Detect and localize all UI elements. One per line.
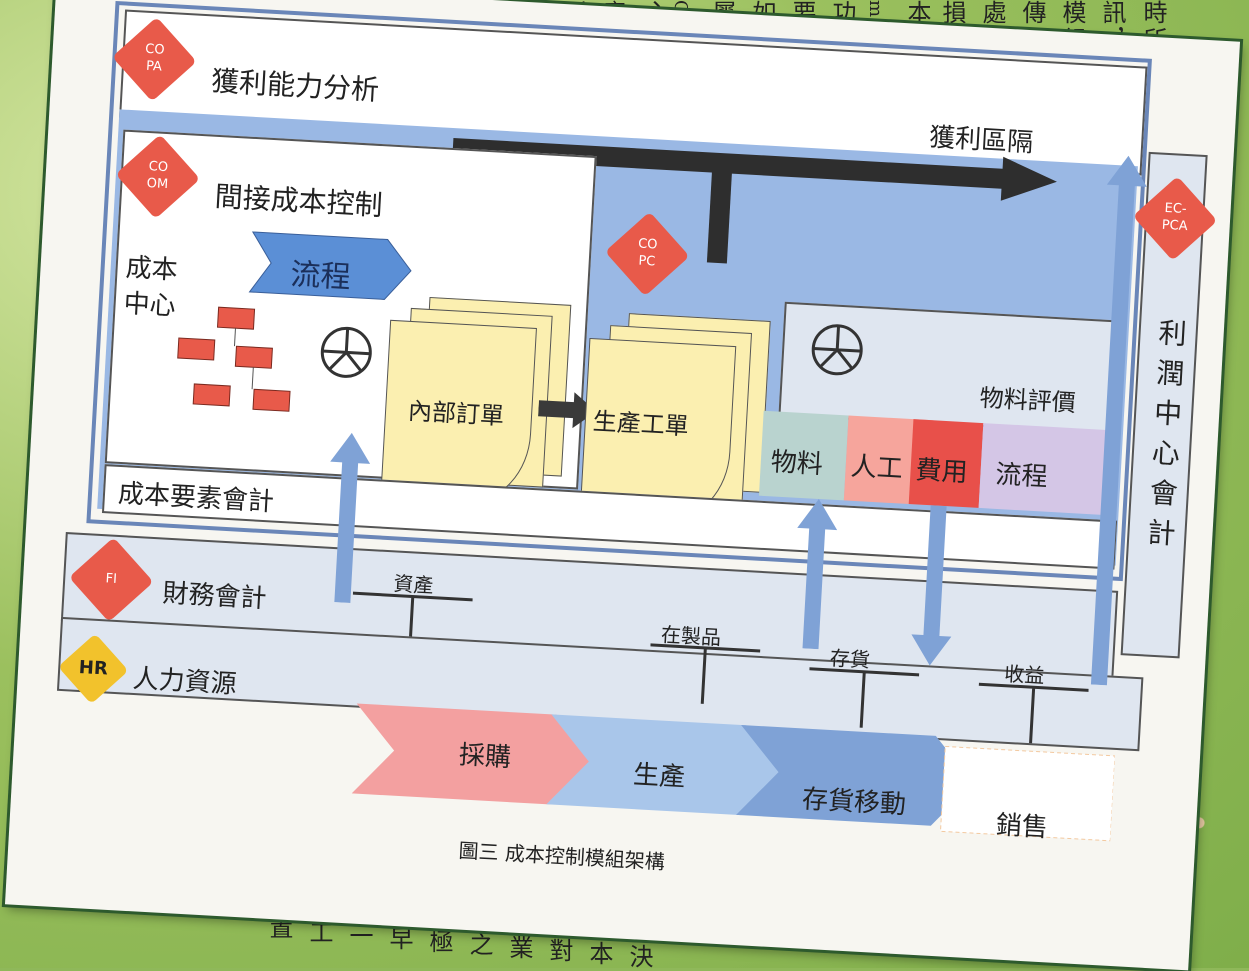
text-col: 業 [505,935,533,962]
expense-label: 費用 [914,455,969,489]
hr-code: HR [78,656,109,680]
fi-label: 財務會計 [161,578,268,615]
coom-label: CO OM [146,159,169,193]
text-col: 工 [305,920,333,947]
figure-caption: 圖三 成本控制模組架構 [458,838,666,874]
org-chart-icon [177,306,291,412]
text-col: 一 [345,923,373,950]
up-arrow-wip [797,499,838,650]
text-col: 之 [465,932,493,959]
process-chevrons [351,703,1116,842]
sales-label: 銷售 [995,810,1049,844]
material-label: 物料 [769,447,824,481]
inventory-t-account [809,667,920,728]
purchase-label: 採購 [458,740,512,774]
labor-label: 人工 [849,451,904,485]
text-col: 本 [585,941,613,968]
internal-order-label: 內部訂單 [407,396,505,431]
process-label: 流程 [289,257,352,296]
text-col: 極 [425,929,453,956]
fi-code: FI [105,571,118,587]
text-col: 決 [625,944,653,971]
order-arrow [538,392,597,429]
valuation-icon-right [811,324,863,376]
text-col: 對 [545,938,573,965]
material-valuation-label: 物料評價 [978,383,1077,418]
valuation-icon-left [320,326,372,378]
diagram-page: CO PA 獲利能力分析 獲利區隔 CO OM 間接成本控制 成本 中心 流程 … [4,0,1241,971]
process-arrow [248,231,412,300]
produce-label: 生產 [632,760,686,793]
inventory-move-label: 存貨移動 [801,784,907,821]
profit-arrow [449,138,1057,264]
up-arrow-asset [330,432,371,604]
flow-label: 流程 [994,459,1049,493]
copc-label: CO PC [637,236,658,270]
text-col: 早 [385,926,413,953]
hr-label: 人力資源 [131,664,238,700]
revenue-t-account [978,682,1089,744]
production-order-label: 生產工單 [592,407,690,441]
down-arrow-inventory [911,505,952,666]
copa-label: CO PA [144,41,165,75]
ecpca-label: EC- PCA [1161,200,1188,235]
cost-center-label: 成本 中心 [122,252,179,322]
wip-t-account [650,643,761,704]
up-arrow-revenue [1090,155,1147,686]
